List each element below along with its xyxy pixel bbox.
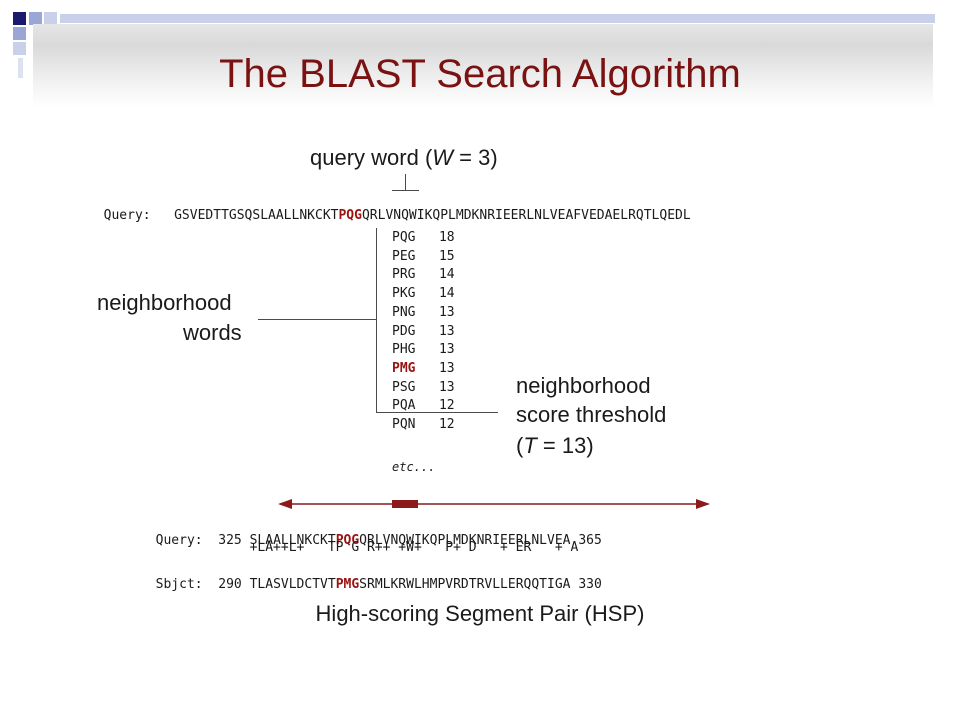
t-symbol: T	[523, 433, 537, 458]
neighborhood-word-row: PNG 13	[392, 305, 455, 320]
neighborhood-word: PHG	[392, 342, 416, 358]
query-word-bracket-bar	[392, 190, 419, 191]
neighborhood-word-score: 15	[438, 248, 455, 264]
hsp-arrow-head-right	[696, 499, 710, 509]
w-symbol: W	[432, 145, 454, 170]
query-word-bracket-stem	[405, 174, 406, 191]
hsp-sbjct-before: TLASVLDCTVT	[249, 577, 336, 592]
neighborhood-word-row: PQN 12	[392, 417, 455, 432]
hsp-query-start: 325	[218, 533, 242, 548]
neighborhood-word: PQN	[392, 417, 416, 432]
corner-square-mid	[29, 12, 42, 25]
neighborhood-word-score: 13	[438, 304, 455, 320]
neighborhood-word: PDG	[392, 323, 416, 339]
hsp-sbjct-row: Sbjct: 290 TLASVLDCTVTPMGSRMLKRWLHMPVRDT…	[140, 562, 602, 592]
neighborhood-word: PQA	[392, 398, 416, 414]
neighborhood-word-row: PDG 13	[392, 324, 455, 339]
neighborhood-word-score: 13	[438, 323, 455, 339]
hsp-seed-marker	[392, 500, 418, 508]
hsp-match-line: +LA++L+ TP G R++ +W+ P+ D + ER + A	[249, 540, 579, 555]
hsp-arrow-head-left	[278, 499, 292, 509]
neighborhood-word-score: 13	[438, 342, 455, 358]
threshold-label-2: score threshold	[516, 402, 667, 427]
hsp-sbjct-after: SRMLKRWLHMPVRDTRVLLERQQTIGA	[359, 577, 571, 592]
left-rule	[18, 58, 23, 78]
hsp-sbjct-label: Sbjct:	[155, 577, 203, 592]
slide-title: The BLAST Search Algorithm	[219, 52, 741, 96]
threshold-line	[376, 412, 498, 413]
top-rule	[60, 14, 935, 23]
hsp-query-row: Query: 325 SLAALLNKCKTPQGQRLVNQWIKQPLMDK…	[140, 518, 602, 548]
hsp-extent-arrow	[278, 499, 710, 509]
threshold-value: = 13)	[536, 433, 594, 458]
neighborhood-word-row: PHG 13	[392, 342, 455, 357]
hsp-sbjct-word: PMG	[335, 577, 360, 592]
neighborhood-word: PKG	[392, 286, 416, 302]
neighborhood-word: PQG	[392, 230, 416, 245]
neighborhood-word-score: 13	[438, 360, 455, 376]
neighborhood-word: PMG	[392, 360, 416, 376]
query-seq-after: QRLVNQWIKQPLMDKNRIEERLNLVEAFVEDAELRQTLQE…	[361, 208, 691, 223]
neighborhood-word: PRG	[392, 267, 416, 283]
neighborhood-list-bar	[376, 228, 377, 413]
neighborhood-words-label-2: words	[183, 320, 242, 345]
neighborhood-word-row: PMG 13	[392, 361, 455, 376]
neighborhood-word: PSG	[392, 379, 416, 395]
neighborhood-word-score: 13	[438, 379, 455, 395]
hsp-sbjct-end: 330	[578, 577, 602, 592]
query-word-highlight: PQG	[338, 208, 362, 223]
corner-square-dark	[13, 12, 26, 25]
neighborhood-word-row: PEG 15	[392, 249, 455, 264]
hsp-match-row: +LA++L+ TP G R++ +W+ P+ D + ER + A	[140, 540, 579, 555]
neighborhood-words-label-1: neighborhood	[97, 290, 232, 315]
neighborhood-word-row: PRG 14	[392, 267, 455, 282]
neighborhood-word-row: PKG 14	[392, 286, 455, 301]
neighborhood-word-score: 12	[438, 398, 455, 414]
corner-square-pale	[44, 12, 57, 25]
neighborhood-word-row: PQG 18	[392, 230, 455, 245]
threshold-label-1: neighborhood	[516, 373, 651, 398]
neighborhood-word: PEG	[392, 248, 416, 264]
corner-square-light	[13, 27, 26, 40]
neighborhood-word-score: 18	[438, 230, 455, 245]
hsp-query-after: QRLVNQWIKQPLMDKNRIEERLNLVEA	[359, 533, 571, 548]
neighborhood-word-score: 14	[438, 286, 455, 302]
hsp-query-label: Query:	[155, 533, 203, 548]
hsp-query-before: SLAALLNKCKT	[249, 533, 336, 548]
w-value: = 3)	[453, 145, 498, 170]
hsp-sbjct-start: 290	[218, 577, 242, 592]
query-label: Query:	[103, 208, 151, 223]
query-word-text: query word (	[310, 145, 433, 170]
query-word-label: query word (W = 3)	[310, 145, 498, 171]
neighborhood-word-score: 14	[438, 267, 455, 283]
title-band	[33, 24, 933, 108]
neighborhood-word-row: PSG 13	[392, 380, 455, 395]
neighborhood-word: PNG	[392, 304, 416, 320]
neighborhood-word-row: PQA 12	[392, 398, 455, 413]
neighborhood-word-score: 12	[438, 417, 455, 432]
neighborhood-words-pointer	[258, 319, 376, 320]
etc-label: etc...	[392, 460, 436, 474]
threshold-label-3: (T = 13)	[516, 433, 594, 459]
corner-square-pale-2	[13, 42, 26, 55]
hsp-query-word: PQG	[335, 533, 360, 548]
hsp-caption: High-scoring Segment Pair (HSP)	[315, 601, 645, 626]
hsp-query-end: 365	[578, 533, 602, 548]
query-seq-before: GSVEDTTGSQSLAALLNKCKT	[174, 208, 339, 223]
threshold-open: (	[516, 433, 524, 458]
query-sequence-row: Query: GSVEDTTGSQSLAALLNKCKTPQGQRLVNQWIK…	[88, 193, 691, 223]
